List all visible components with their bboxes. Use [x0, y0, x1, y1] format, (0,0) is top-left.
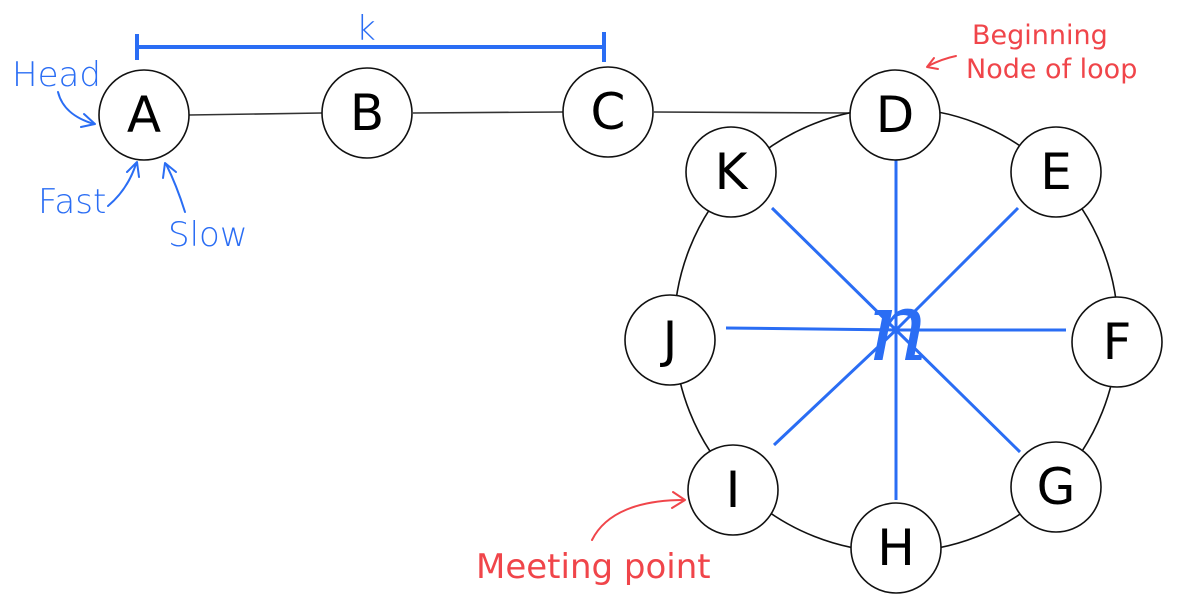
link-c-d [653, 111, 851, 114]
beginning-arrow [927, 55, 957, 67]
node-b: B [321, 67, 413, 159]
node-f: F [1071, 296, 1163, 388]
k-label: k [356, 9, 376, 49]
node-f-label: F [1103, 313, 1132, 371]
beginning-label-line1: Beginning [972, 20, 1108, 51]
fast-arrow-head [126, 161, 140, 178]
fast-label: Fast [38, 182, 106, 222]
k-bracket [135, 32, 606, 62]
node-k: K [685, 126, 777, 218]
node-j: J [624, 294, 716, 386]
node-i: I [687, 444, 779, 536]
node-c: C [562, 66, 654, 158]
fast-arrow [107, 163, 137, 207]
loop-length-label: n [867, 271, 929, 383]
meeting-point-arrow-head [671, 491, 686, 509]
node-e: E [1010, 126, 1102, 218]
node-h-label: H [877, 519, 915, 577]
node-c-label: C [591, 83, 626, 141]
node-h: H [850, 502, 942, 594]
beginning-label-line2: Node of loop [966, 54, 1137, 85]
node-a: A [98, 69, 190, 161]
node-j-label: J [660, 311, 678, 369]
node-g: G [1010, 441, 1102, 533]
spoke-k [770, 206, 898, 332]
head-label: Head [12, 55, 101, 95]
head-arrow [57, 91, 95, 125]
node-e-label: E [1040, 143, 1072, 201]
node-d-label: D [876, 86, 915, 144]
node-g-label: G [1037, 458, 1076, 516]
slow-arrow [165, 163, 186, 213]
link-a-b [188, 112, 323, 116]
node-d: D [849, 69, 941, 161]
spoke-e [894, 206, 1020, 332]
slow-arrow-head [162, 162, 177, 179]
loop-spokes [725, 160, 1066, 500]
meeting-point-label: Meeting point [476, 547, 711, 587]
node-a-label: A [127, 86, 161, 144]
link-b-c [412, 111, 564, 114]
spoke-i [772, 328, 898, 447]
node-i-label: I [726, 461, 741, 519]
beginning-arrow-head [926, 57, 939, 70]
spoke-j [725, 326, 897, 332]
head-arrow-head [80, 113, 96, 128]
node-b-label: B [350, 84, 384, 142]
meeting-point-arrow [591, 499, 685, 541]
node-k-label: K [715, 143, 749, 201]
slow-label: Slow [168, 215, 248, 255]
spoke-g [894, 328, 1022, 454]
